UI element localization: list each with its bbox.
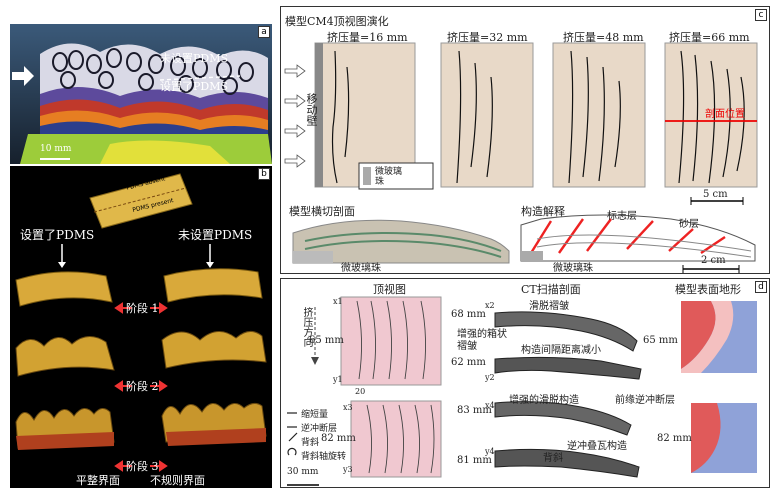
label-pdms: 设置了PDMS [160,80,229,93]
col-top-view: 顶视图 [373,283,406,296]
row2-topo-shortening: 82 mm [657,433,692,444]
row2-ct-b: 81 mm [457,455,492,466]
step-48: 挤压量=48 mm [563,31,644,44]
panel-b-photo [15,173,267,472]
row1-top-shortening: 65 mm [309,335,344,346]
row1-ct-b: 62 mm [451,357,486,368]
moving-wall-label: 移动壁 [305,93,318,126]
stage-3-label: 阶段 3 [126,460,159,473]
step-32: 挤压量=32 mm [447,31,528,44]
row2-ct-a: 83 mm [457,405,492,416]
section-position-label: 剖面位置 [705,109,745,120]
cross-section-title: 模型横切剖面 [289,205,355,218]
axis-x2: x2 [485,301,495,310]
panel-d: d 顶视图 CT扫描剖面 模型表面地形 挤压方向 65 mm x1 y1 68 … [280,278,770,488]
legend-thrust: 逆冲断层 [301,424,338,434]
ct-label-spacing: 构造间隔距离减小 [521,345,601,356]
ct-label-box-fold: 增强的箱状褶皱 [457,329,507,352]
ct-label-anticline: 背斜 [543,453,563,464]
ct-label-imbricate: 逆冲叠瓦构造 [567,441,627,452]
axis-y3: y3 [343,465,353,474]
panel-b: b PDMS absent PDMS present 设置了PDMS 未设置PD… [10,166,272,488]
panel-a: a 未设置PDMS 设置了PDMS 10 mm [10,24,272,164]
axis-x4: x4 [485,401,495,410]
ct-label-detachment-fold: 滑脱褶皱 [529,301,569,312]
axis-x3: x3 [343,403,353,412]
panel-d-tag: d [755,281,767,293]
panel-c-title: 模型CM4顶视图演化 [285,15,389,28]
ct-label-twenty: 20 [355,387,366,396]
legend-anticline: 背斜 [301,438,320,448]
panel-c-figure [284,42,758,273]
panel-b-tag: b [258,168,270,180]
scale-5cm: 5 cm [703,189,728,200]
beads-inset-label: 微玻璃珠 [375,167,403,187]
flat-interface-label: 平整界面 [76,474,120,487]
panel-c-tag: c [755,9,767,21]
label-no-pdms: 未设置PDMS [160,52,229,65]
scale-2cm: 2 cm [701,255,726,266]
step-66: 挤压量=66 mm [669,31,750,44]
axis-y2: y2 [485,373,495,382]
axis-y1: y1 [333,375,343,384]
col-topography: 模型表面地形 [675,283,741,296]
left-title-pdms: 设置了PDMS [20,228,95,242]
beads-left-label: 微玻璃珠 [341,263,381,274]
legend-scale: 30 mm [287,467,319,477]
row1-topo-shortening: 65 mm [643,335,678,346]
interpretation-title: 构造解释 [521,205,565,218]
ct-label-enhanced-detachment: 增强的滑脱构造 [509,395,579,406]
axis-y4: y4 [485,447,495,456]
row1-ct-a: 68 mm [451,309,486,320]
stage-1-label: 阶段 1 [126,302,159,315]
panel-a-tag: a [258,26,270,38]
beads-right-label: 微玻璃珠 [553,263,593,274]
step-16: 挤压量=16 mm [327,31,408,44]
legend-axis-rotation: 背斜轴旋转 [301,452,347,462]
panel-a-photo [10,24,272,164]
right-title-no-pdms: 未设置PDMS [178,228,253,242]
sand-layer-label: 砂层 [679,219,699,230]
scale-a: 10 mm [40,144,72,154]
panel-d-figure [287,296,757,486]
col-ct-scan: CT扫描剖面 [521,283,581,296]
stage-2-label: 阶段 2 [126,380,159,393]
row2-top-shortening: 82 mm [321,433,356,444]
panel-c: c 模型CM4顶视图演化 挤压量=16 mm 挤压量=32 mm 挤压量=48 … [280,6,770,274]
irregular-interface-label: 不规则界面 [150,474,205,487]
axis-x1: x1 [333,297,343,306]
marker-layer-label: 标志层 [607,211,637,222]
ct-label-frontal-thrust: 前缘逆冲断层 [615,395,675,406]
legend-shortening: 缩短量 [301,410,329,420]
push-direction-label: 挤压方向 [301,307,312,347]
